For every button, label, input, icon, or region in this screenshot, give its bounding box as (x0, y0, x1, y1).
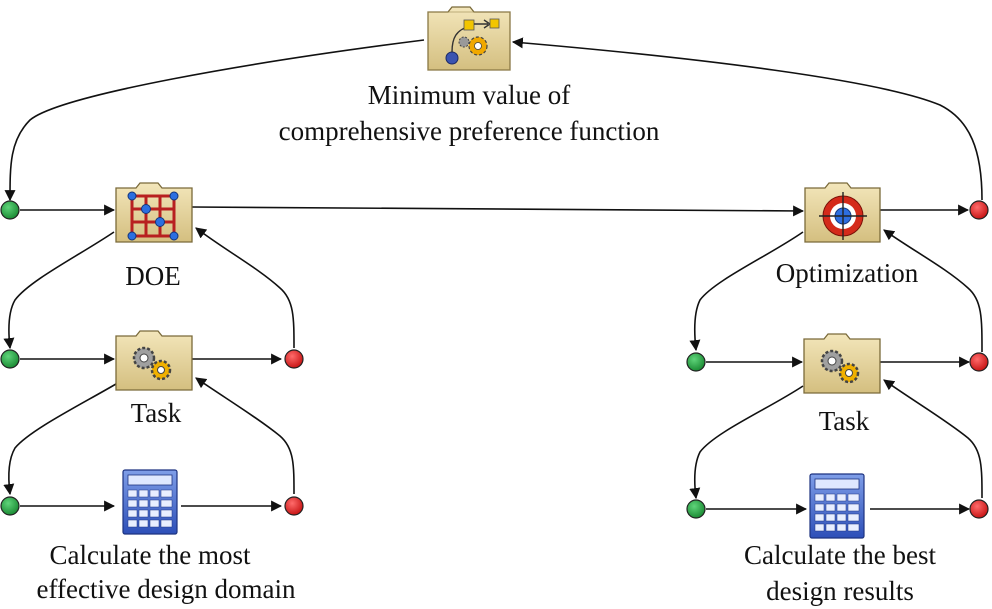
end-port[interactable] (969, 499, 989, 519)
arrow-top-to-left-start (4, 39, 425, 202)
end-port[interactable] (969, 200, 989, 220)
arrow-right-end3-to-task (883, 379, 983, 499)
task-left-label: Task (131, 398, 182, 428)
arrow-left-end3-to-task (195, 377, 295, 495)
calc-left-label-line2: effective design domain (37, 574, 296, 604)
calc-left-label-line1: Calculate the most (50, 540, 251, 570)
start-port[interactable] (686, 352, 706, 372)
end-port[interactable] (284, 496, 304, 516)
arrow-task-to-right-start3 (689, 385, 804, 500)
start-port[interactable] (0, 496, 20, 516)
start-port[interactable] (686, 499, 706, 519)
calculator-icon[interactable] (122, 469, 178, 535)
arrow-left-end2-to-doe (195, 227, 295, 349)
start-port[interactable] (0, 349, 20, 369)
arrow-task-to-left-start3 (3, 383, 117, 496)
end-port[interactable] (284, 349, 304, 369)
arrow-doe-to-optimization (191, 205, 805, 217)
start-port[interactable] (0, 200, 20, 220)
gears-icon[interactable] (115, 330, 193, 391)
doe-label: DOE (125, 261, 181, 291)
top-node-label-line1: Minimum value of (368, 80, 570, 110)
node-labels: Minimum value of comprehensive preferenc… (37, 80, 937, 606)
arrow-doe-to-left-start2 (3, 231, 115, 350)
calc-right-label-line2: design results (766, 576, 914, 606)
arrow-optimization-to-right-start2 (689, 231, 804, 352)
calc-right-label-line1: Calculate the best (744, 540, 936, 570)
end-port[interactable] (969, 352, 989, 372)
connector-lines (3, 37, 983, 515)
arrow-right-end2-to-optimization (883, 229, 983, 353)
task-right-label: Task (819, 406, 870, 436)
arrow-right-end-to-top (511, 37, 983, 201)
ports (0, 200, 989, 519)
doe-grid-icon[interactable] (115, 182, 193, 243)
target-icon[interactable] (804, 182, 881, 243)
gears-icon[interactable] (803, 333, 881, 394)
calculator-icon[interactable] (809, 473, 865, 539)
workflow-icon[interactable] (427, 6, 511, 71)
top-node-label-line2: comprehensive preference function (279, 116, 660, 146)
optimization-label: Optimization (776, 258, 919, 288)
